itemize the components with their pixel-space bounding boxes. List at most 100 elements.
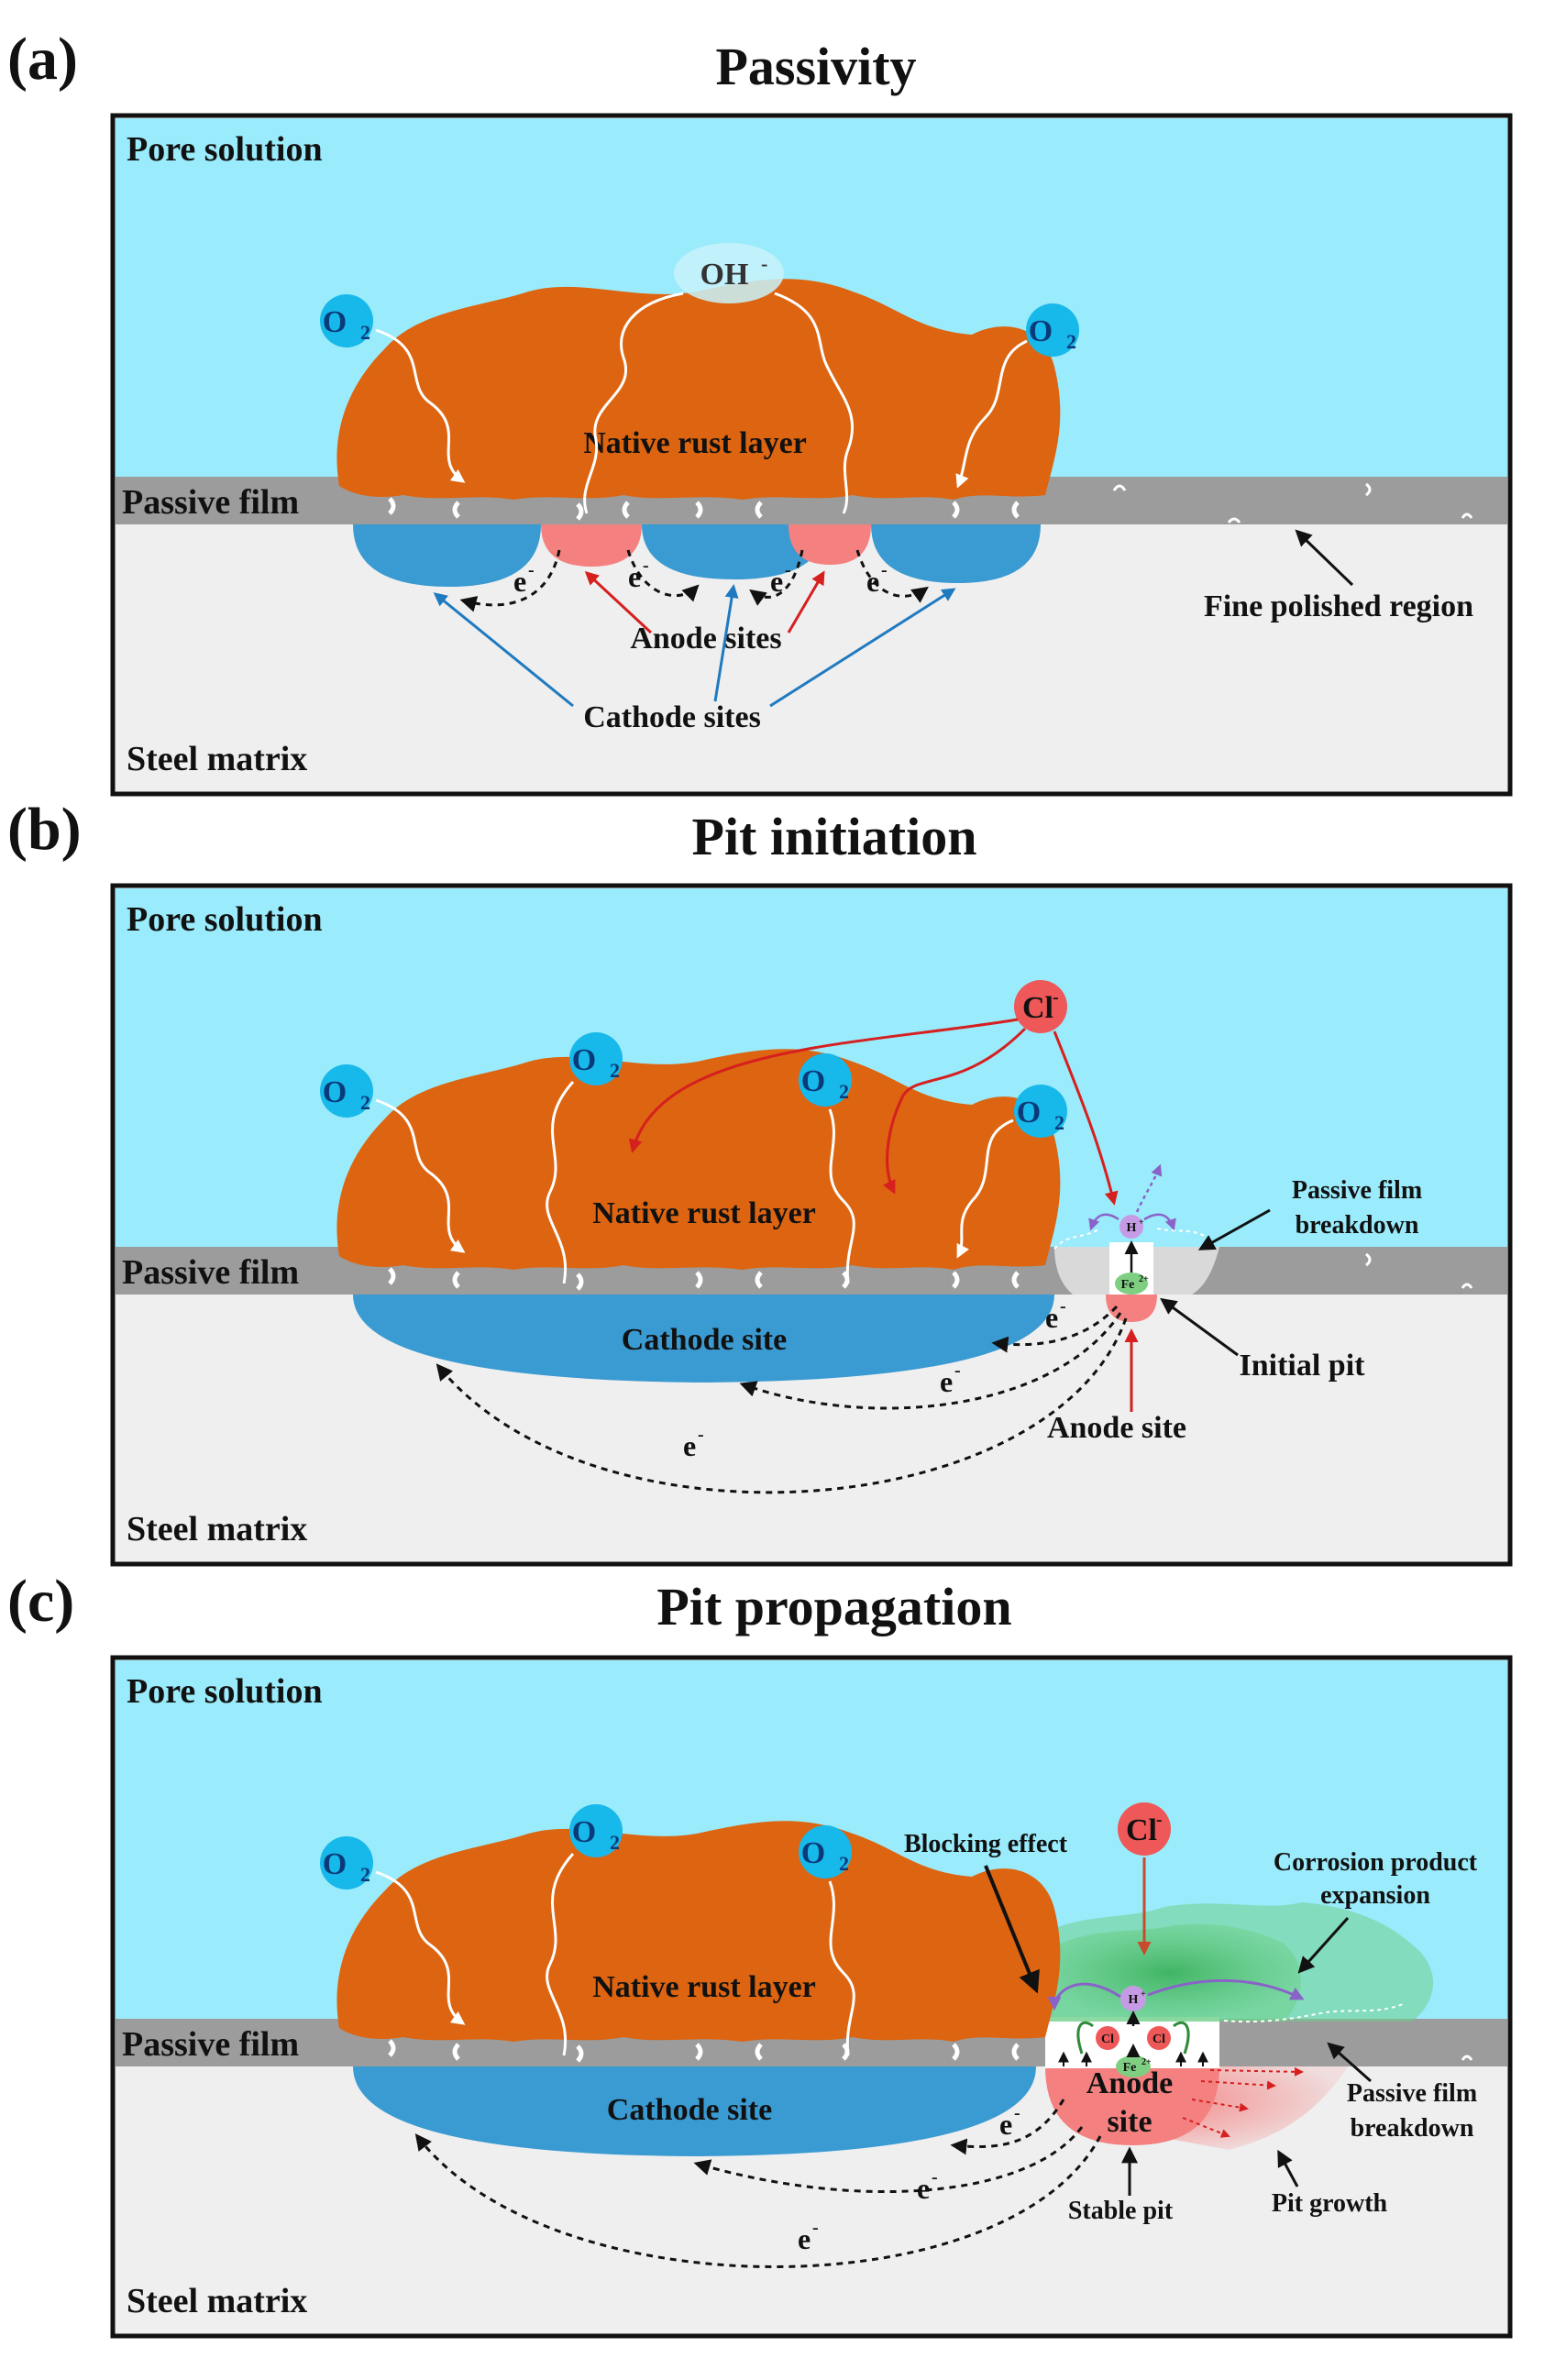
svg-text:e: e: [798, 2222, 811, 2255]
passive-film-label: Passive film: [122, 2025, 299, 2064]
svg-text:O: O: [572, 1815, 596, 1849]
svg-text:-: -: [761, 252, 767, 275]
steel-matrix-label: Steel matrix: [127, 2282, 307, 2320]
cl-path-3: [1053, 1030, 1119, 1206]
svg-text:e: e: [866, 565, 879, 598]
cathode-site-2: [642, 524, 825, 579]
panel-a-letter: (a): [7, 26, 78, 93]
iron-ion: Fe 2+: [1115, 1273, 1149, 1295]
passive-film-label: Passive film: [122, 1253, 299, 1292]
electron-arrow-b1: [991, 1305, 1119, 1353]
oxygen-molecule-icon: O 2: [320, 1836, 373, 1890]
electron-labels-c: e- e- e-: [798, 2103, 1020, 2255]
fine-polished-label: Fine polished region: [1204, 589, 1473, 623]
chloride-ion-icon: Cl -: [1014, 980, 1067, 1033]
breakdown-label-line1: Passive film: [1347, 2079, 1477, 2108]
cathode-pointer-2: [713, 584, 739, 702]
svg-text:2+: 2+: [1141, 2057, 1152, 2067]
breakdown-pointer: [1327, 2042, 1372, 2083]
svg-text:-: -: [1060, 1296, 1066, 1317]
svg-text:e: e: [683, 1429, 696, 1462]
svg-text:e: e: [999, 2108, 1012, 2141]
svg-text:-: -: [698, 1425, 704, 1445]
svg-text:O: O: [1029, 314, 1053, 348]
svg-text:O: O: [572, 1043, 596, 1077]
panel-c-title: Pit propagation: [656, 1577, 1011, 1636]
svg-text:2: 2: [360, 1091, 370, 1114]
svg-text:Cl: Cl: [1126, 1813, 1157, 1847]
chloride-ion-icon: Cl -: [1118, 1802, 1171, 1856]
initial-pit-pointer: [1160, 1297, 1239, 1357]
green-loop-left: [1076, 2021, 1094, 2055]
svg-text:Fe: Fe: [1121, 1278, 1135, 1292]
svg-text:2: 2: [1054, 1111, 1064, 1134]
cathode-site: [353, 2066, 1036, 2156]
hydrogen-ion: H +: [1120, 1986, 1146, 2011]
breakdown-edge: [1223, 2003, 1404, 2023]
pit-upward-arrows: [1058, 2051, 1208, 2066]
svg-text:O: O: [801, 1064, 825, 1098]
svg-text:-: -: [528, 560, 535, 580]
anode-site-label: Anode site: [1047, 1411, 1186, 1445]
svg-text:Fe: Fe: [1123, 2061, 1137, 2075]
oxygen-molecule-icon: O 2: [799, 1825, 852, 1879]
h-outflow-left: [1047, 1982, 1121, 2011]
svg-text:e: e: [770, 565, 783, 598]
hydroxide-ion-icon: OH -: [674, 243, 784, 303]
svg-text:O: O: [801, 1836, 825, 1870]
svg-text:O: O: [323, 1847, 347, 1881]
rust-label: Native rust layer: [583, 426, 807, 460]
o2-diffusion-path-1: [375, 1870, 466, 2025]
electron-labels-b: e- e- e-: [683, 1296, 1066, 1462]
anode-pointer-1: [584, 570, 653, 634]
electron-arrow-b2: [739, 1312, 1122, 1410]
svg-text:Cl: Cl: [1101, 2033, 1114, 2046]
svg-text:-: -: [812, 2218, 819, 2238]
o2-diffusion-path-2: [955, 339, 1028, 489]
film-defects: [388, 2039, 1473, 2063]
rust-label: Native rust layer: [592, 1970, 816, 2004]
cathode-site-1: [353, 524, 541, 587]
native-rust-layer: [336, 1049, 1061, 1270]
svg-text:Cl: Cl: [1022, 991, 1053, 1025]
electron-arrow-c1: [950, 2099, 1065, 2155]
cathode-sites-label: Cathode sites: [583, 700, 761, 734]
blocking-effect-pointer: [984, 1865, 1040, 1994]
svg-text:-: -: [932, 2167, 938, 2187]
svg-text:+: +: [1139, 1218, 1144, 1228]
h-outflow-right: [1147, 1978, 1305, 2000]
svg-text:Cl: Cl: [1152, 2033, 1165, 2046]
cathode-site-3: [871, 524, 1041, 583]
svg-text:-: -: [954, 1361, 961, 1381]
fine-polished-pointer: [1295, 529, 1354, 587]
steel-matrix-label: Steel matrix: [127, 740, 307, 778]
native-rust-layer: [336, 1821, 1061, 2042]
svg-text:+: +: [1141, 1989, 1146, 2000]
cathode-pointer-1: [433, 592, 574, 708]
svg-text:-: -: [1156, 1810, 1163, 1830]
panel-c-letter: (c): [7, 1568, 74, 1635]
svg-text:2: 2: [610, 1831, 620, 1854]
anode-site-2: [789, 524, 871, 565]
breakdown-label-line2: breakdown: [1351, 2114, 1474, 2143]
oxygen-molecule-icon: O 2: [799, 1053, 852, 1107]
svg-text:2: 2: [360, 1863, 370, 1886]
svg-text:-: -: [785, 560, 791, 580]
svg-text:O: O: [323, 305, 347, 339]
electron-arrow-a3: [749, 549, 804, 606]
svg-text:2: 2: [839, 1852, 849, 1875]
film-defects: [388, 482, 1473, 523]
chloride-ion-small-left: Cl: [1096, 2026, 1119, 2050]
oxygen-molecule-icon: O 2: [569, 1804, 623, 1857]
panel-a: (a) Passivity Native rust layer: [7, 26, 1513, 797]
svg-text:-: -: [643, 556, 649, 576]
svg-text:e: e: [940, 1365, 953, 1398]
oxygen-molecule-icon: O 2: [320, 1064, 373, 1118]
electron-arrow-a1: [459, 549, 561, 612]
pit-growth-pointer: [1277, 2149, 1299, 2187]
pore-solution-label: Pore solution: [127, 1672, 323, 1711]
stable-pit-anode: [1045, 2066, 1219, 2145]
svg-text:H: H: [1127, 1221, 1137, 1235]
expansion-label-line1: Corrosion product: [1274, 1848, 1478, 1877]
electron-arrow-a2: [626, 549, 700, 602]
